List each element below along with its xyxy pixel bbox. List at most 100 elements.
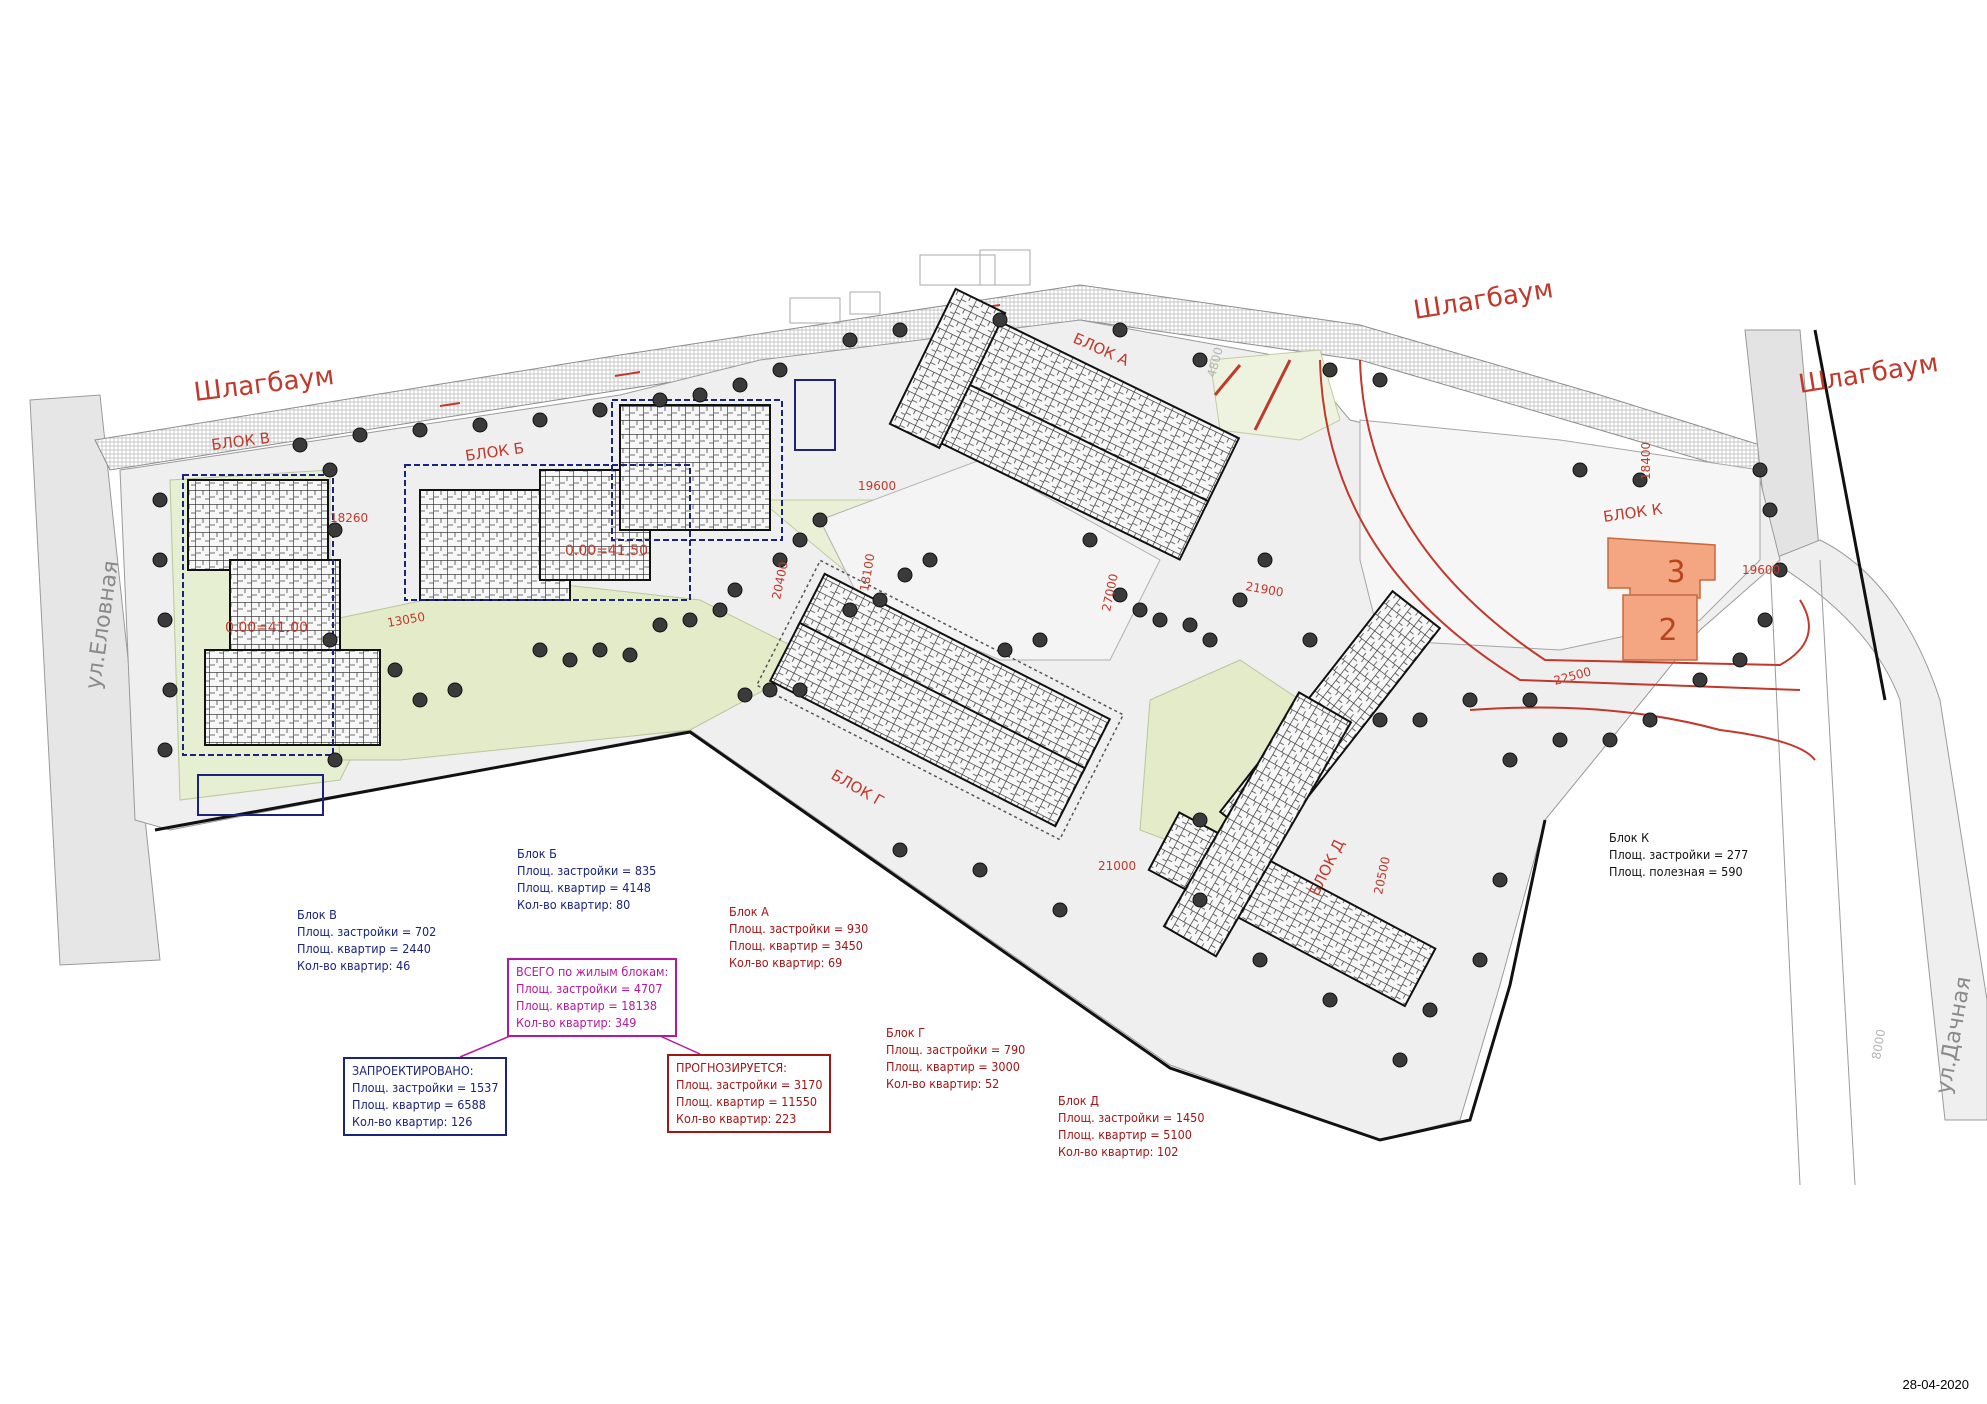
tree-mark [157,612,173,628]
tree-mark [892,322,908,338]
floors-label-3: 3 [1666,555,1685,590]
dimension-label: 18100 [857,552,877,592]
tree-mark [872,592,888,608]
tree-mark [562,652,578,668]
tree-mark [762,682,778,698]
dimension-label: 13050 [386,610,426,630]
stats-area: Площ. застройки = 4707 [516,981,663,996]
date-stamp: 28-04-2020 [1902,1377,1970,1392]
tree-mark [922,552,938,568]
stats-area: Площ. застройки = 277 [1609,847,1749,862]
stats-title: ВСЕГО по жилым блокам: [516,964,669,979]
stats-area: Площ. застройки = 702 [297,924,437,939]
stats-block-d: Блок Д Площ. застройки = 1450 Площ. квар… [1058,1092,1204,1160]
stats-block-k: Блок К Площ. застройки = 277 Площ. полез… [1609,829,1748,880]
tree-mark [1752,462,1768,478]
stats-title: Блок Г [886,1025,926,1040]
stats-apts-area: Площ. квартир = 4148 [517,880,651,895]
tree-mark [387,662,403,678]
dimension-label: 18400 [1639,442,1653,480]
tree-mark [1052,902,1068,918]
tree-mark [1202,632,1218,648]
tree-mark [327,522,343,538]
faint-dimension-labels: 4800 8000 [1204,346,1888,1061]
tree-mark [1472,952,1488,968]
stats-count: Кол-во квартир: 349 [516,1015,637,1030]
tree-mark [792,532,808,548]
stats-count: Кол-во квартир: 69 [729,955,843,970]
tree-mark [1322,992,1338,1008]
tree-mark [1032,632,1048,648]
stats-area: Площ. застройки = 1450 [1058,1110,1205,1125]
tree-mark [1372,372,1388,388]
tree-mark [1642,712,1658,728]
tree-mark [792,682,808,698]
tree-mark [682,612,698,628]
tree-mark [737,687,753,703]
stats-title: Блок А [729,904,769,919]
tree-mark [1192,812,1208,828]
fire-lanes [439,304,1816,761]
floors-label-2: 2 [1658,613,1677,648]
tree-mark [162,682,178,698]
tree-mark [532,642,548,658]
stats-apts-area: Площ. квартир = 2440 [297,941,431,956]
tree-mark [1757,612,1773,628]
tree-mark [1372,712,1388,728]
buildings: 3 2 [182,287,1716,1008]
tree-mark [812,512,828,528]
building-block-b [404,379,836,601]
stats-title: Блок Б [517,846,557,861]
tree-mark [1112,587,1128,603]
tree-mark [1502,752,1518,768]
tree-mark [652,617,668,633]
stats-count: Кол-во квартир: 80 [517,897,631,912]
stats-area: Площ. застройки = 930 [729,921,869,936]
level-mark-1: 0.00=41.00 [225,620,308,636]
dimension-label: 19600 [858,479,896,493]
tree-mark [897,567,913,583]
tree-mark [992,312,1008,328]
tree-mark [1762,502,1778,518]
tree-mark [692,387,708,403]
tree-mark [322,632,338,648]
tree-mark [472,417,488,433]
tree-mark [1492,872,1508,888]
tree-mark [1772,562,1788,578]
stats-apts-area: Площ. квартир = 3450 [729,938,863,953]
tree-mark [1392,1052,1408,1068]
tree-mark [1192,352,1208,368]
tree-mark [1692,672,1708,688]
dimension-label: 8000 [1869,1028,1888,1061]
tree-mark [1412,712,1428,728]
stats-block-g: Блок Г Площ. застройки = 790 Площ. кварт… [886,1024,1025,1092]
tree-mark [592,642,608,658]
stats-apts-area: Площ. квартир = 6588 [352,1097,486,1112]
stats-area: Площ. застройки = 3170 [676,1077,823,1092]
roads [29,249,1987,1186]
stats-title: ПРОГНОЗИРУЕТСЯ: [676,1060,787,1075]
tree-mark [447,682,463,698]
tree-mark [1192,892,1208,908]
tree-mark [322,462,338,478]
stats-total-box: ВСЕГО по жилым блокам: Площ. застройки =… [507,958,678,1037]
dimension-label: 21900 [1244,579,1284,599]
tree-mark [712,602,728,618]
tree-mark [1462,692,1478,708]
tree-mark [1112,322,1128,338]
tree-mark [1302,632,1318,648]
tree-mark [592,402,608,418]
tree-mark [1732,652,1748,668]
building-block-d [1147,589,1442,1008]
site-boundary [154,730,1547,1142]
tree-mark [1232,592,1248,608]
tree-mark [152,492,168,508]
tree-mark [1257,552,1273,568]
tree-mark [972,862,988,878]
tree-mark [727,582,743,598]
tree-mark [1082,532,1098,548]
tree-mark [652,392,668,408]
tree-mark [352,427,368,443]
tree-mark [1152,612,1168,628]
